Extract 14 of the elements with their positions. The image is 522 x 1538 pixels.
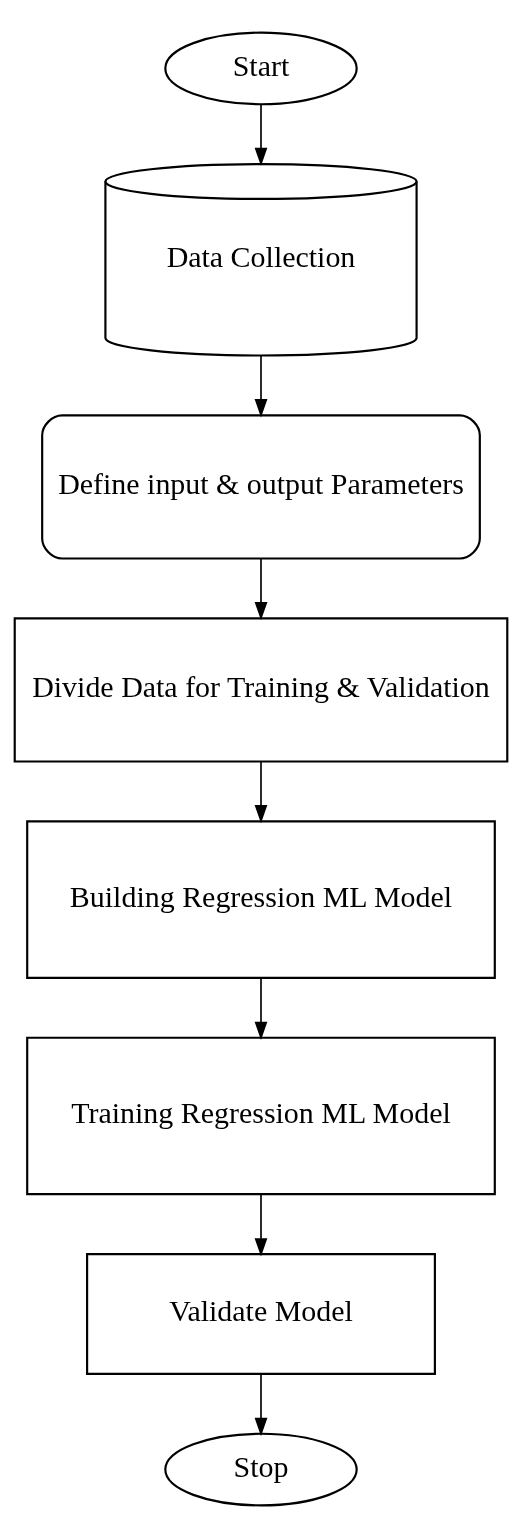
arrow (254, 977, 268, 1041)
node-box: Building Regression ML Model (26, 820, 496, 979)
arrow (254, 761, 268, 824)
arrow (254, 1373, 268, 1437)
arrow (254, 558, 268, 621)
arrow (254, 1193, 268, 1257)
arrow (254, 103, 268, 166)
node-box: Training Regression ML Model (26, 1036, 496, 1196)
arrow (254, 354, 268, 418)
node-box: Divide Data for Training & Validation (13, 617, 509, 763)
node-box: Validate Model (86, 1253, 436, 1375)
node-ellipse: Start (164, 31, 358, 106)
node-ellipse: Stop (164, 1432, 358, 1507)
node-box: Define input & output Parameters (41, 414, 481, 560)
